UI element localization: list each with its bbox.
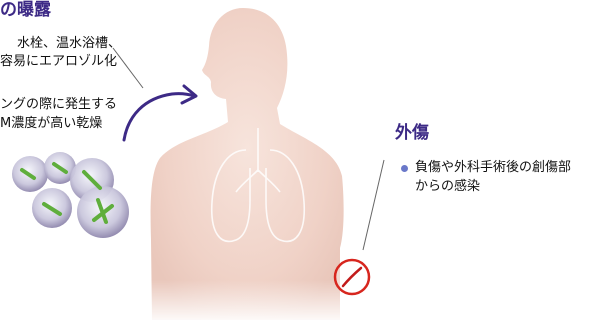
bullet-icon — [401, 165, 408, 172]
trauma-title: 外傷 — [395, 125, 429, 142]
trauma-line-2: からの感染 — [415, 180, 480, 193]
connector-line-left — [113, 48, 143, 88]
exposure-line-1: 水栓、温水浴槽、 — [17, 37, 121, 50]
wound-marker-icon — [335, 260, 369, 294]
exposure-title: の曝露 — [0, 2, 51, 19]
trauma-line-1: 負傷や外科手術後の創傷部 — [415, 161, 571, 174]
exposure-line-3: ングの際に発生する — [0, 98, 117, 111]
connector-line-right — [363, 160, 384, 250]
exposure-line-2: 容易にエアロゾル化 — [0, 55, 117, 68]
inhalation-arrow — [124, 86, 196, 140]
bacteria-icon — [12, 152, 129, 238]
exposure-line-4: M濃度が高い乾燥 — [0, 117, 102, 130]
